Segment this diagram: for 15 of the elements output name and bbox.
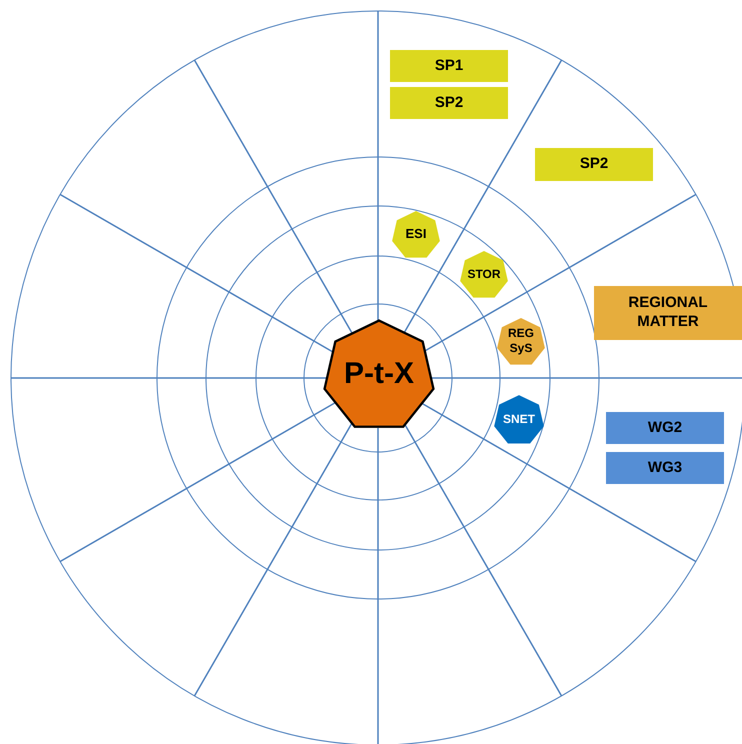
heptagon-node [496,316,546,366]
label-box: SP2 [390,87,508,119]
label-box: WG2 [606,412,724,444]
label-box: SP1 [390,50,508,82]
heptagon-node [493,393,545,445]
node-label: SNET [502,411,536,428]
label-box: SP2 [535,148,653,181]
node-label: STOR [467,266,501,283]
node-label: P-t-X [344,356,414,392]
heptagon-node [459,249,509,299]
node-label: ESI [404,225,428,244]
heptagon-node [391,209,441,259]
label-box: WG3 [606,452,724,484]
node-label: REG SyS [506,326,535,356]
label-box: REGIONAL MATTER [594,286,742,340]
